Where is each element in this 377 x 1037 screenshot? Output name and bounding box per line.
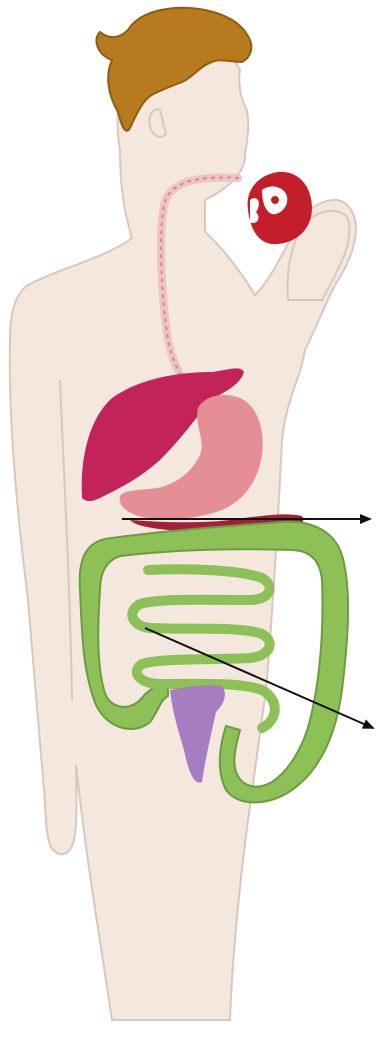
figure-canvas: [0, 0, 377, 1037]
digestive-system-diagram: [0, 0, 377, 1037]
